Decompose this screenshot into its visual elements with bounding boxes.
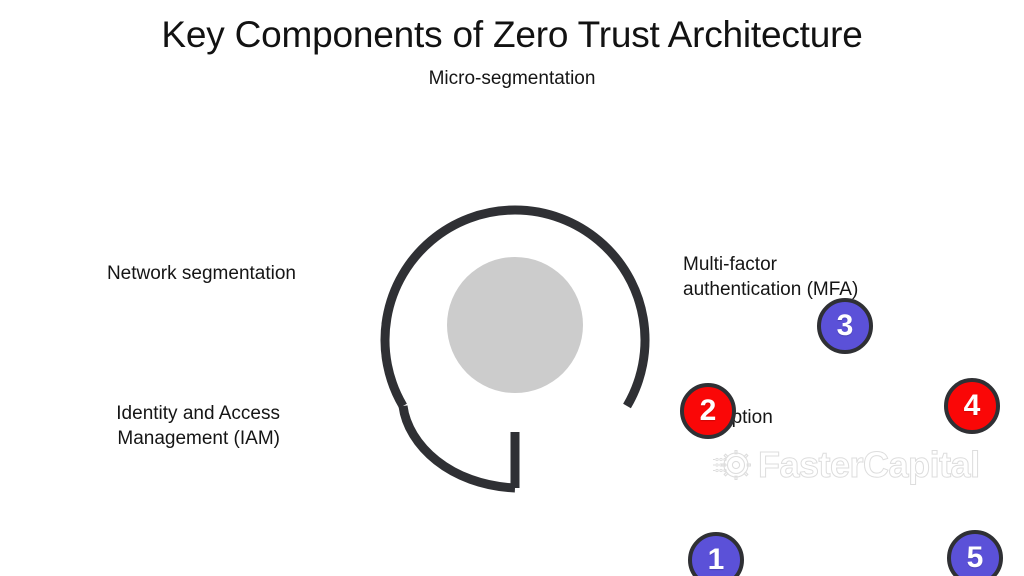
node-label-micro-segmentation: Micro-segmentation — [428, 68, 596, 89]
gear-icon — [713, 450, 751, 480]
page-title: Key Components of Zero Trust Architectur… — [161, 14, 863, 55]
fastercapital-watermark: FasterCapital — [713, 438, 981, 492]
process-node-2[interactable]: 2 — [680, 383, 736, 439]
node-label-mfa-line-2: authentication (MFA) — [683, 279, 859, 300]
process-node-1[interactable]: 1 — [688, 532, 744, 576]
node-label-iam-line-1: Identity and Access — [116, 403, 280, 424]
center-disc — [447, 257, 583, 393]
process-node-3[interactable]: 3 — [817, 298, 873, 354]
watermark-text: FasterCapital — [758, 444, 981, 485]
process-ring-arc — [380, 205, 650, 409]
process-node-5[interactable]: 5 — [947, 530, 1003, 576]
node-label-mfa-line-1: Multi-factor — [683, 254, 777, 275]
node-label-multi-factor-authentication: Multi-factor authentication (MFA) — [683, 252, 983, 302]
node-label-iam-line-2: Management (IAM) — [117, 428, 280, 449]
node-label-identity-access-management: Identity and Access Management (IAM) — [40, 401, 280, 451]
node-label-network-segmentation: Network segmentation — [106, 263, 296, 284]
process-node-4[interactable]: 4 — [944, 378, 1000, 434]
zero-trust-circular-diagram: FasterCapital 1 2 3 4 5 — [330, 140, 1003, 576]
process-tail-arc — [398, 405, 516, 493]
diagram-ring-svg — [380, 205, 650, 493]
